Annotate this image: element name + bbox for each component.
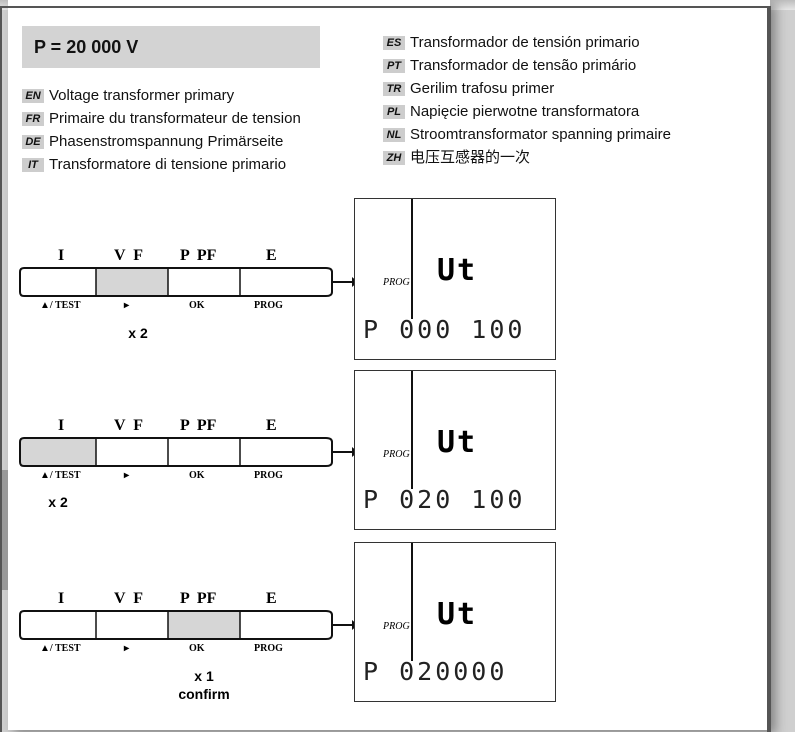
sublabel-prog: PROG bbox=[254, 643, 283, 654]
lcd-parameter: Ut bbox=[437, 597, 478, 632]
pressed-key-i bbox=[21, 439, 96, 465]
key-label-vf: V F bbox=[114, 247, 144, 264]
lang-code: NL bbox=[383, 128, 405, 142]
sublabel-prog: PROG bbox=[254, 300, 283, 311]
lcd-divider bbox=[411, 371, 413, 489]
keypad-outline bbox=[19, 267, 333, 297]
lang-text: Napięcie pierwotne transformatora bbox=[410, 103, 640, 120]
sublabel-ok: OK bbox=[189, 470, 205, 481]
lang-text: Transformador de tensão primário bbox=[410, 57, 637, 74]
lang-text: Transformatore di tensione primario bbox=[49, 156, 287, 173]
lcd-prog-label: PROG bbox=[383, 277, 410, 288]
lang-code: PL bbox=[383, 105, 405, 119]
lcd-parameter: Ut bbox=[437, 253, 478, 288]
lang-line-it: IT Transformatore di tensione primario bbox=[22, 155, 286, 175]
sublabel-ok: OK bbox=[189, 300, 205, 311]
keypad-step-1 bbox=[19, 267, 358, 297]
lang-line-de: DE Phasenstromspannung Primärseite bbox=[22, 132, 283, 152]
key-label-i: I bbox=[58, 247, 65, 264]
lang-line-en: EN Voltage transformer primary bbox=[22, 86, 234, 106]
press-count: x 2 bbox=[48, 494, 68, 510]
pressed-key-ppf bbox=[168, 612, 240, 638]
lang-code: FR bbox=[22, 112, 44, 126]
lcd-display-step-3: PROG Ut P 020000 bbox=[354, 542, 556, 702]
lcd-divider bbox=[411, 543, 413, 661]
key-label-e: E bbox=[266, 247, 277, 264]
lang-text: 电压互感器的一次 bbox=[410, 149, 531, 166]
lang-text: Stroomtransformator spanning primaire bbox=[410, 126, 671, 143]
keypad-step-3 bbox=[19, 610, 358, 640]
keypad-step-2 bbox=[19, 437, 358, 467]
lang-text: Voltage transformer primary bbox=[49, 87, 235, 104]
lcd-value: P 000 100 bbox=[363, 315, 526, 344]
lang-text: Primaire du transformateur de tension bbox=[49, 110, 301, 127]
instruction-frame bbox=[0, 6, 771, 732]
key-label-vf: V F bbox=[114, 590, 144, 607]
pressed-key-vf bbox=[96, 269, 168, 295]
lcd-parameter: Ut bbox=[437, 425, 478, 460]
press-count: x 2 bbox=[128, 325, 148, 341]
lang-code: PT bbox=[383, 59, 405, 73]
lang-line-pt: PT Transformador de tensão primário bbox=[383, 56, 636, 76]
lang-text: Transformador de tensión primario bbox=[410, 34, 640, 51]
lcd-prog-label: PROG bbox=[383, 449, 410, 460]
page-shadow-left bbox=[0, 470, 8, 590]
confirm-label: confirm bbox=[178, 686, 230, 702]
lang-line-nl: NL Stroomtransformator spanning primaire bbox=[383, 125, 671, 145]
sublabel-right: ▸ bbox=[124, 300, 130, 311]
lang-code: EN bbox=[22, 89, 44, 103]
key-label-i: I bbox=[58, 417, 65, 434]
lang-code: DE bbox=[22, 135, 44, 149]
key-label-ppf: P PF bbox=[180, 590, 217, 607]
sublabel-test: ▲/ TEST bbox=[40, 643, 81, 654]
page-title: P = 20 000 V bbox=[22, 26, 320, 68]
key-label-i: I bbox=[58, 590, 65, 607]
lcd-value: P 020000 bbox=[363, 657, 508, 686]
press-count: x 1 bbox=[194, 668, 214, 684]
lang-line-zh: ZH 电压互感器的一次 bbox=[383, 148, 530, 168]
lcd-prog-label: PROG bbox=[383, 621, 410, 632]
lcd-divider bbox=[411, 199, 413, 319]
lang-code: TR bbox=[383, 82, 405, 96]
sublabel-right: ▸ bbox=[124, 470, 130, 481]
lang-code: ZH bbox=[383, 151, 405, 165]
key-label-ppf: P PF bbox=[180, 417, 217, 434]
lang-code: IT bbox=[22, 158, 44, 172]
lcd-display-step-1: PROG Ut P 000 100 bbox=[354, 198, 556, 360]
key-label-ppf: P PF bbox=[180, 247, 217, 264]
sublabel-test: ▲/ TEST bbox=[40, 470, 81, 481]
keypad-outline bbox=[19, 437, 333, 467]
lcd-display-step-2: PROG Ut P 020 100 bbox=[354, 370, 556, 530]
sublabel-prog: PROG bbox=[254, 470, 283, 481]
key-label-e: E bbox=[266, 590, 277, 607]
lang-line-pl: PL Napięcie pierwotne transformatora bbox=[383, 102, 639, 122]
sublabel-test: ▲/ TEST bbox=[40, 300, 81, 311]
sublabel-ok: OK bbox=[189, 643, 205, 654]
lang-line-tr: TR Gerilim trafosu primer bbox=[383, 79, 554, 99]
lang-line-fr: FR Primaire du transformateur de tension bbox=[22, 109, 301, 129]
lang-code: ES bbox=[383, 36, 405, 50]
lang-line-es: ES Transformador de tensión primario bbox=[383, 33, 640, 53]
lang-text: Phasenstromspannung Primärseite bbox=[49, 133, 284, 150]
sublabel-right: ▸ bbox=[124, 643, 130, 654]
key-label-vf: V F bbox=[114, 417, 144, 434]
key-label-e: E bbox=[266, 417, 277, 434]
lang-text: Gerilim trafosu primer bbox=[410, 80, 555, 97]
lcd-value: P 020 100 bbox=[363, 485, 526, 514]
